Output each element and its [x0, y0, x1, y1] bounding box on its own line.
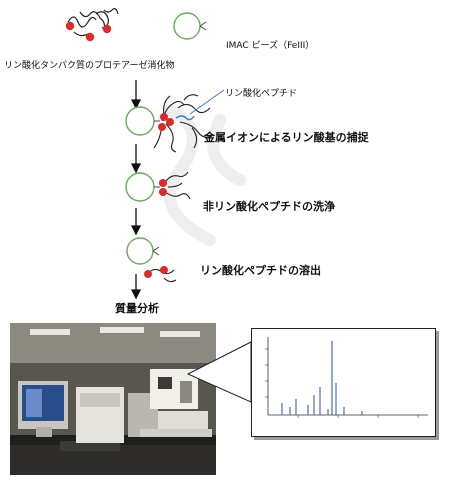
phosphopeptide-label: リン酸化ペプチド — [225, 89, 298, 99]
step-elute-label: リン酸化ペプチドの溶出 — [200, 264, 321, 277]
step-ms-label: 質量分析 — [115, 302, 159, 315]
bead-with-peptides-capture — [125, 94, 213, 153]
phosphate-dot — [85, 32, 95, 42]
mass-spectrum-inset — [251, 328, 436, 437]
mass-spectrometer-photo — [10, 323, 216, 475]
phosphate-dot — [65, 21, 75, 31]
peptide-mixture-icon — [65, 8, 119, 42]
imac-bead-icon — [173, 12, 207, 40]
step-capture-label: 金属イオンによるリン酸基の捕捉 — [204, 131, 369, 144]
flow-arrows — [130, 80, 142, 300]
bead-empty-elution — [126, 237, 177, 283]
callout-wedge — [186, 341, 252, 403]
phosphate-dot — [102, 24, 112, 34]
phosphopeptide-pointer-line — [189, 89, 225, 115]
step-wash-label: 非リン酸化ペプチドの洗浄 — [203, 200, 335, 213]
digest-label: リン酸化タンパク質のプロテアーゼ消化物 — [4, 61, 175, 71]
bead-with-peptides-washed — [125, 171, 191, 202]
beads-label: IMAC ビーズ（FeIII） — [226, 41, 315, 51]
